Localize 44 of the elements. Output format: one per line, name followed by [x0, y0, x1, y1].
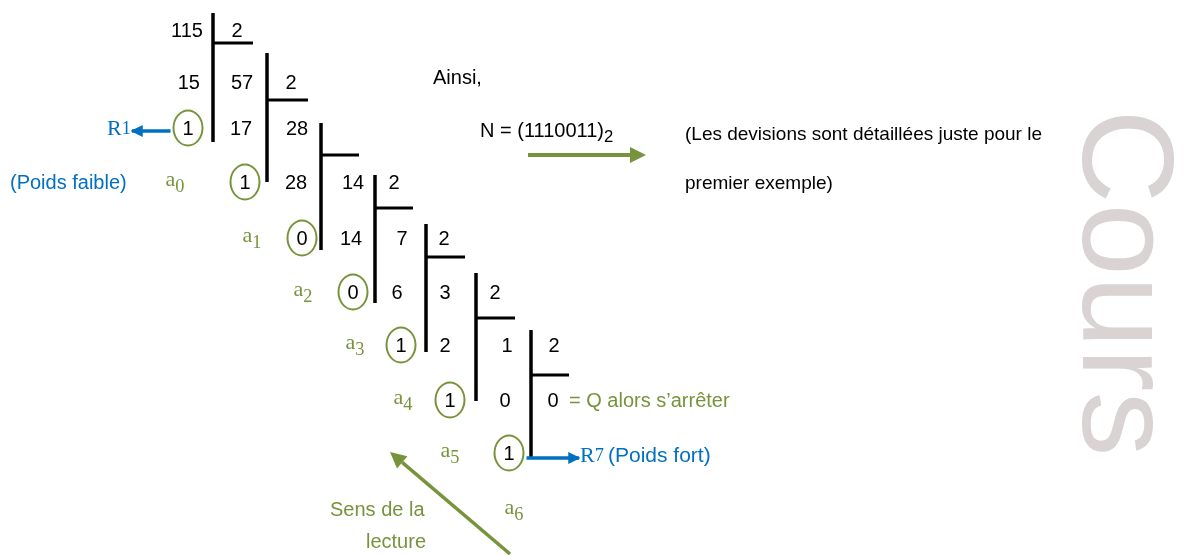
bit-index: a$_{2}$ — [293, 276, 313, 308]
arrow — [130, 125, 171, 137]
number: 3 — [439, 280, 451, 304]
number: 1 — [501, 333, 513, 357]
remainder-digit: 1 — [493, 434, 525, 472]
bit-index: a$_{3}$ — [345, 329, 365, 361]
number: 15 — [177, 70, 200, 94]
number: 2 — [548, 333, 560, 357]
remainder-digit: 0 — [286, 219, 318, 257]
note-text: (Les devisions sont détaillées juste pour le premier exemple) — [685, 121, 1043, 195]
bit-index: a$_{6}$ — [504, 494, 524, 526]
number: 14 — [339, 226, 363, 250]
remainder-digit: 1 — [229, 163, 261, 201]
number: 2 — [388, 170, 400, 194]
number: 2 — [231, 18, 243, 42]
arrow — [526, 452, 581, 464]
number: 0 — [547, 388, 559, 412]
number: 0 — [499, 388, 511, 412]
number: 2 — [285, 70, 297, 94]
number: 17 — [229, 116, 253, 140]
number: 2 — [439, 333, 451, 357]
number: 6 — [391, 280, 403, 304]
number: 14 — [341, 170, 365, 194]
number: 28 — [285, 116, 309, 140]
bit-index: a$_{5}$ — [440, 437, 460, 469]
number: 115 — [171, 18, 203, 42]
bit-index: a$_{0}$ — [165, 166, 185, 198]
bit-index: a$_{4}$ — [393, 384, 413, 416]
text-label: = Q alors s’arrêter — [569, 388, 730, 412]
remainder-digit: 1 — [434, 381, 466, 419]
remainder-digit: 0 — [337, 273, 369, 311]
weight-note: (Poids faible) — [10, 170, 127, 194]
text-label: Ainsi, — [433, 65, 482, 89]
number: 28 — [284, 170, 308, 194]
number: 2 — [438, 226, 450, 250]
number: 2 — [489, 280, 501, 304]
weight-note: (Poids fort) — [608, 442, 711, 468]
number: 57 — [230, 70, 254, 94]
number: 7 — [396, 226, 408, 250]
text-label: N = (1110011)$_{2}$ — [480, 117, 614, 147]
remainder-digit: 1 — [385, 326, 417, 364]
bit-index: a$_{1}$ — [242, 222, 262, 254]
annotation-text: Sens de la lecture — [330, 497, 428, 554]
remainder-digit: 1 — [172, 109, 204, 147]
